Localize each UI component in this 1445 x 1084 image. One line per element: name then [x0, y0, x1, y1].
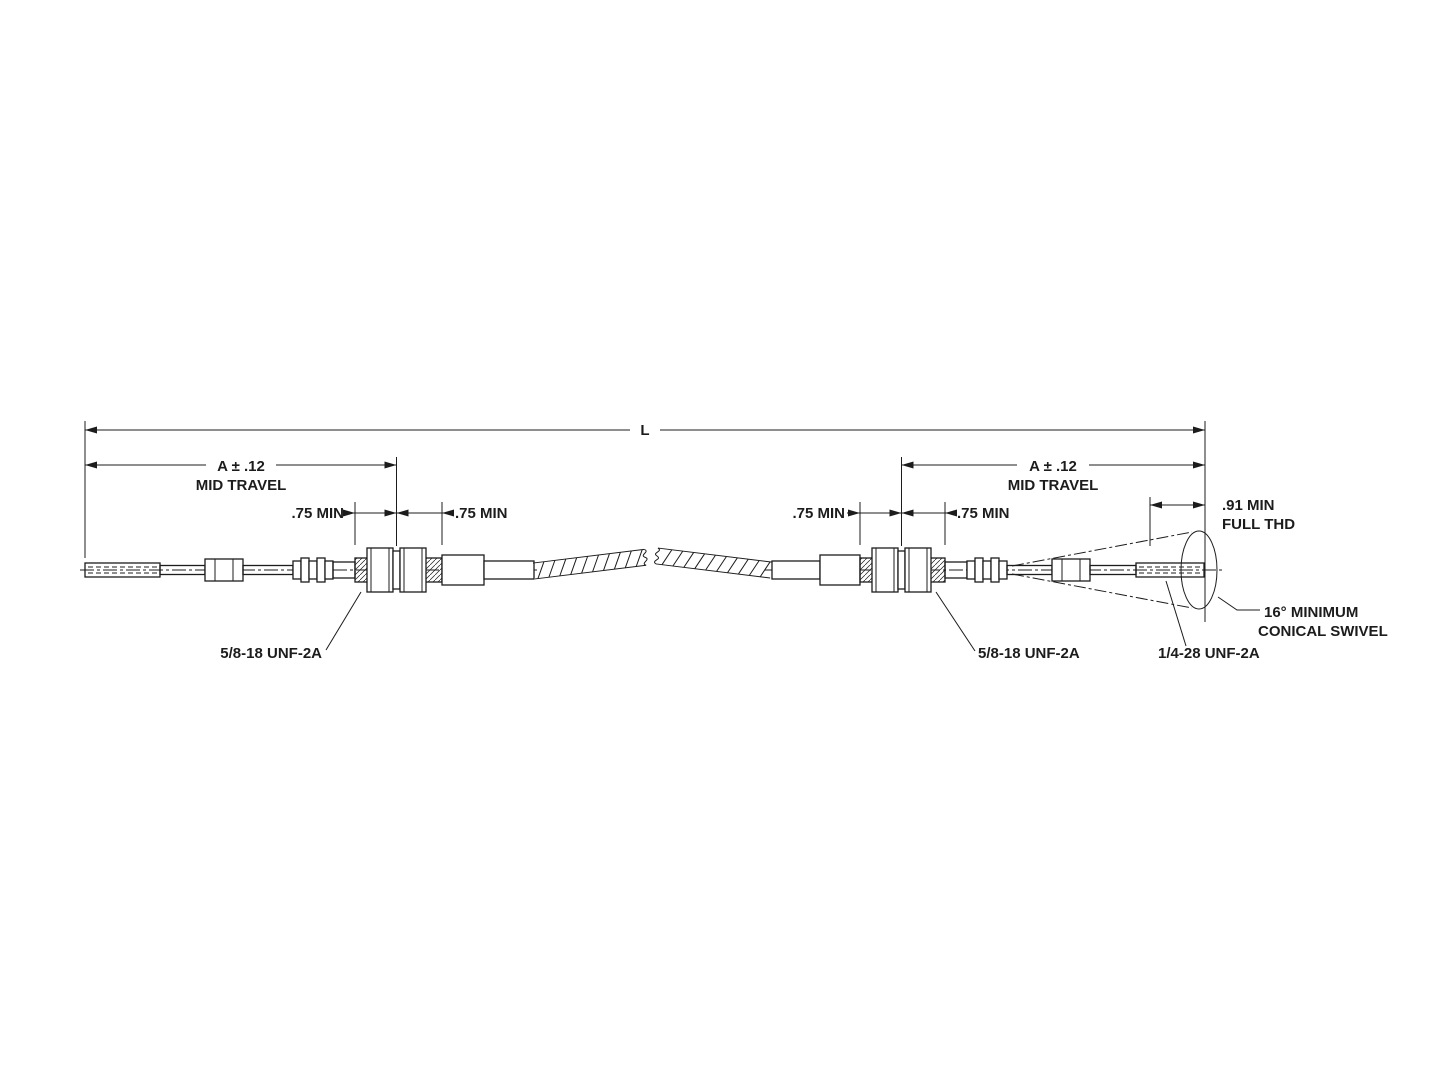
- right-hub-body: [819, 554, 861, 586]
- dimension-left-hub-threads: [343, 509, 454, 517]
- dim-label-left-mid-travel-value: A ± .12: [217, 458, 265, 475]
- right-assembly: [654, 530, 1218, 610]
- dim-label-right-mid-travel-value: A ± .12: [1029, 458, 1077, 475]
- right-hex-fitting: [1051, 558, 1091, 582]
- leader-conical-swivel: [1217, 596, 1260, 611]
- dimension-right-mid-travel: [901, 461, 1205, 469]
- left-cable-break: [532, 548, 648, 580]
- right-rod-end: [1135, 562, 1205, 578]
- dim-label-right-hub-thread-left: .75 MIN: [792, 505, 845, 522]
- left-assembly: [84, 547, 648, 593]
- dimension-overall-length: [85, 426, 1205, 434]
- left-hex-fitting: [204, 558, 244, 582]
- leader-rod-end-thread-spec: [1165, 580, 1187, 647]
- dim-label-right-hub-thread-right: .75 MIN: [957, 505, 1010, 522]
- dim-label-full-thread-value: .91 MIN: [1222, 497, 1275, 514]
- left-hub-body: [441, 554, 485, 586]
- dim-label-right-mid-travel-note: MID TRAVEL: [1008, 477, 1099, 494]
- right-cable-break: [654, 547, 773, 579]
- dimension-right-hub-threads: [847, 509, 957, 517]
- extension-lines: [84, 421, 1206, 622]
- left-seal-bellows: [292, 557, 334, 583]
- right-threaded-hub: [859, 547, 946, 593]
- dim-label-full-thread-note: FULL THD: [1222, 516, 1295, 533]
- conical-swivel: [1011, 530, 1218, 610]
- swivel-mouth-ellipse: [1180, 530, 1218, 610]
- dimension-left-mid-travel: [85, 461, 397, 469]
- left-threaded-hub: [354, 547, 443, 593]
- dim-label-left-mid-travel-note: MID TRAVEL: [196, 477, 287, 494]
- right-conduit: [771, 560, 821, 580]
- callout-left-hub-thread-spec: 5/8-18 UNF-2A: [220, 645, 322, 662]
- callout-rod-end-thread-spec: 1/4-28 UNF-2A: [1158, 645, 1260, 662]
- callout-swivel-line2: CONICAL SWIVEL: [1258, 623, 1388, 640]
- dim-label-left-hub-thread-right: .75 MIN: [455, 505, 508, 522]
- dim-label-left-hub-thread-left: .75 MIN: [291, 505, 344, 522]
- leader-left-hub-thread-spec: [325, 591, 362, 651]
- dimension-full-thread: [1150, 501, 1205, 509]
- callout-swivel-line1: 16° MINIMUM: [1264, 604, 1358, 621]
- leader-right-hub-thread-spec: [935, 591, 976, 652]
- dim-label-overall-length: L: [640, 422, 649, 439]
- leader-lines: [325, 580, 1260, 652]
- callout-right-hub-thread-spec: 5/8-18 UNF-2A: [978, 645, 1080, 662]
- right-seal-bellows: [966, 557, 1008, 583]
- left-conduit: [483, 560, 535, 580]
